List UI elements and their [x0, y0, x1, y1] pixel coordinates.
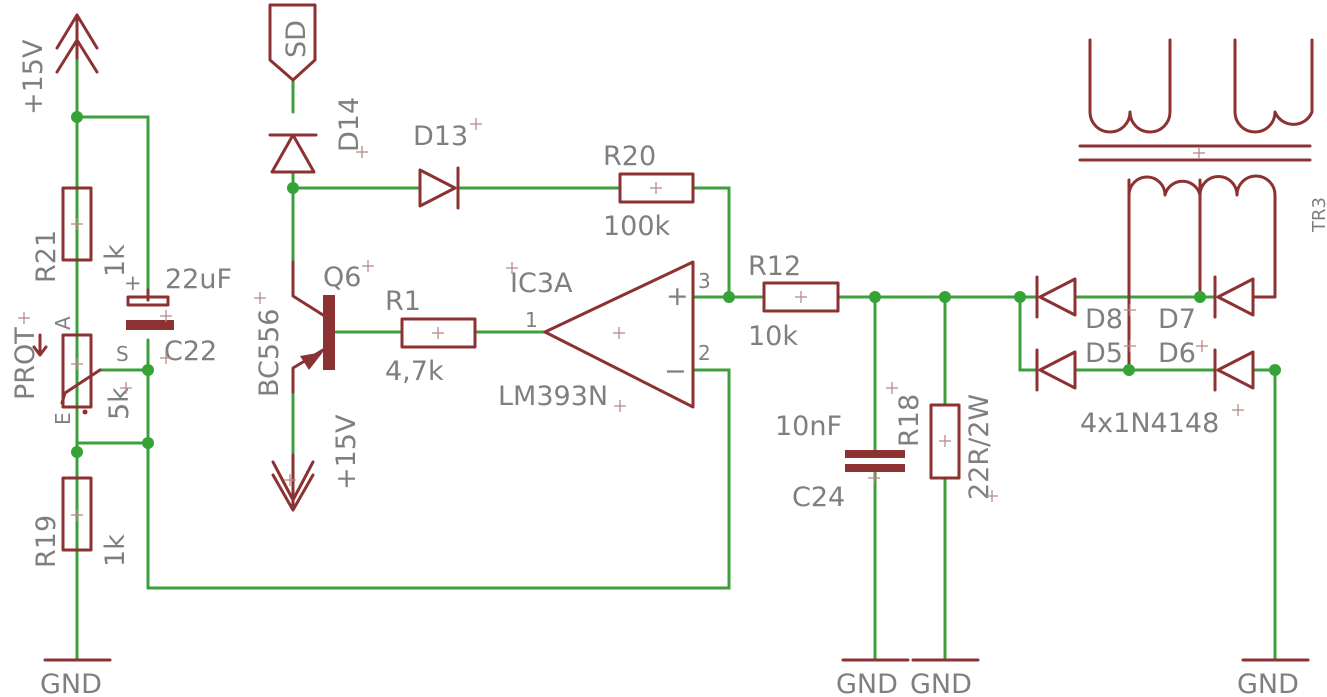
capacitor-c22: + 22uF C22 — [124, 264, 232, 367]
r20-name: R20 — [603, 141, 656, 172]
r21-name: R21 — [31, 230, 62, 283]
r12-name: R12 — [748, 251, 801, 282]
r12-value: 10k — [748, 321, 798, 352]
r18-name: R18 — [894, 394, 925, 447]
d13-name: D13 — [413, 121, 468, 152]
diode-d8: D8 — [1035, 275, 1123, 335]
resistor-r12: R12 10k — [748, 251, 840, 352]
q6-value: BC556 — [254, 309, 285, 397]
d7-name: D7 — [1158, 304, 1196, 335]
prot-value: 5k — [104, 387, 135, 420]
prot-pin-e: E — [51, 412, 75, 425]
r1-value: 4,7k — [385, 356, 444, 387]
r19-name: R19 — [31, 515, 62, 568]
supply-15v-mid-label: +15V — [331, 414, 362, 490]
ic3a-minus: − — [664, 356, 687, 387]
diode-d6: D6 — [1158, 338, 1255, 392]
prot-pin-a: A — [51, 316, 75, 330]
gnd-1: GND — [40, 658, 112, 697]
transformer-tr3: TR3 — [1078, 38, 1327, 257]
gnd-2: GND — [836, 658, 910, 697]
q6-name: Q6 — [323, 262, 361, 293]
c22-name: C22 — [164, 336, 217, 367]
resistor-r1: R1 4,7k — [385, 286, 477, 387]
r18-value: 22R/2W — [964, 394, 995, 500]
gnd-2-label: GND — [836, 669, 898, 697]
ic3a-plus: + — [666, 281, 689, 312]
tr3-name: TR3 — [1309, 197, 1327, 233]
ic3a-value: LM393N — [498, 381, 608, 412]
origin-marks — [18, 118, 1244, 502]
comparator-ic3a: + − 1 2 3 IC3A LM393N — [498, 260, 711, 412]
d5-name: D5 — [1085, 338, 1123, 369]
resistor-r20: R20 100k — [603, 141, 695, 242]
resistor-r19: R19 1k — [31, 476, 131, 568]
d8-name: D8 — [1085, 304, 1123, 335]
d6-name: D6 — [1158, 338, 1196, 369]
c24-value: 10nF — [775, 411, 842, 442]
ic3a-pin2: 2 — [698, 341, 711, 365]
transistor-q6: Q6 BC556 — [254, 260, 361, 397]
gnd-3-label: GND — [910, 669, 972, 697]
supply-15v-mid: +15V — [271, 414, 362, 512]
c22-plus: + — [124, 271, 142, 295]
diode-d5: D5 — [1035, 338, 1123, 392]
tr3-secondary-leads — [1127, 178, 1277, 372]
junction-dots — [71, 111, 1281, 458]
c22-value: 22uF — [165, 264, 232, 295]
resistor-r18: R18 22R/2W — [894, 394, 995, 500]
diode-d13: D13 — [413, 121, 468, 210]
ic3a-pin1: 1 — [525, 308, 538, 332]
ic3a-name: IC3A — [510, 268, 573, 299]
supply-15v-left: +15V — [18, 13, 99, 115]
r19-value: 1k — [100, 534, 131, 567]
prot-pin-s: S — [116, 342, 129, 366]
ic3a-pin3: 3 — [698, 269, 711, 293]
diode-d7: D7 — [1158, 275, 1255, 335]
d14-name: D14 — [334, 97, 365, 152]
supply-15v-left-label: +15V — [18, 39, 49, 115]
sd-port: SD — [268, 3, 317, 82]
prot-name: PROT — [10, 327, 41, 400]
r20-value: 100k — [603, 211, 671, 242]
potentiometer-prot: PROT A E S 5k — [10, 316, 135, 425]
resistor-r21: R21 1k — [31, 186, 131, 283]
c24-name: C24 — [792, 482, 845, 513]
sd-label: SD — [281, 20, 312, 58]
gnd-3: GND — [910, 658, 980, 697]
wires — [75, 53, 1277, 662]
r1-name: R1 — [385, 286, 421, 317]
gnd-4: GND — [1237, 658, 1310, 697]
gnd-4-label: GND — [1237, 669, 1299, 697]
r21-value: 1k — [100, 244, 131, 277]
diode-d14: D14 — [268, 97, 365, 174]
bridge-value: 4x1N4148 — [1080, 408, 1219, 439]
gnd-1-label: GND — [40, 669, 102, 697]
capacitor-c24: 10nF C24 — [775, 411, 905, 513]
